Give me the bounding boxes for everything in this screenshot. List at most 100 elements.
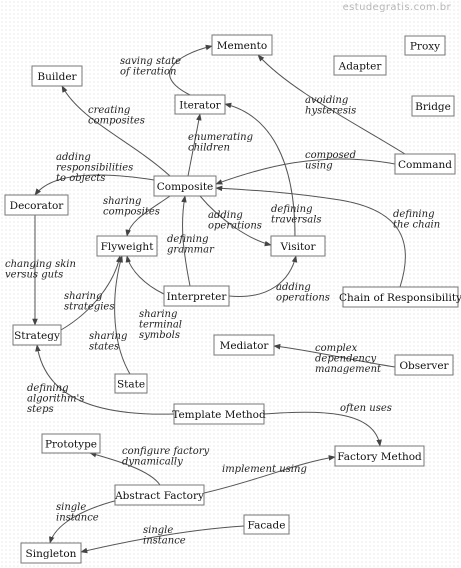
node-visitor[interactable]: Visitor	[270, 235, 326, 257]
node-composite[interactable]: Composite	[153, 175, 217, 197]
node-label-composite: Composite	[157, 181, 214, 193]
node-box-observer	[394, 354, 454, 376]
node-box-factory	[334, 445, 425, 467]
edge-label-template-to-factory: often uses	[340, 403, 392, 414]
node-iterator[interactable]: Iterator	[174, 94, 226, 115]
edge-interpreter-to-visitor	[228, 255, 298, 297]
node-facade[interactable]: Facade	[243, 514, 290, 535]
node-chain[interactable]: Chain of Responsibility	[339, 286, 461, 308]
node-box-abstractfactory	[114, 484, 205, 506]
node-mediator[interactable]: Mediator	[213, 334, 275, 356]
node-box-state	[114, 373, 148, 394]
node-label-observer: Observer	[399, 360, 449, 372]
node-box-decorator	[4, 194, 69, 216]
node-adapter[interactable]: Adapter	[333, 55, 387, 76]
edge-visitor-to-iterator	[224, 102, 296, 237]
node-box-flyweight	[96, 235, 158, 257]
edge-interpreter-to-composite	[181, 195, 191, 287]
node-label-builder: Builder	[37, 71, 77, 83]
edge-template-to-factory	[263, 411, 382, 447]
node-strategy[interactable]: Strategy	[12, 324, 62, 346]
node-box-adapter	[333, 55, 387, 76]
node-label-bridge: Bridge	[415, 101, 451, 113]
edge-composite-to-builder	[61, 85, 171, 177]
node-singleton[interactable]: Singleton	[20, 542, 82, 564]
node-box-facade	[243, 514, 290, 535]
node-state[interactable]: State	[114, 373, 148, 394]
edge-facade-to-singleton	[80, 525, 245, 554]
node-label-iterator: Iterator	[179, 100, 221, 112]
node-label-singleton: Singleton	[26, 548, 77, 560]
edge-template-to-strategy	[35, 344, 175, 415]
node-proxy[interactable]: Proxy	[404, 35, 446, 56]
node-label-factory: Factory Method	[337, 451, 422, 463]
node-box-proxy	[404, 35, 446, 56]
node-label-proxy: Proxy	[410, 41, 440, 53]
node-flyweight[interactable]: Flyweight	[96, 235, 158, 257]
node-box-mediator	[213, 334, 275, 356]
node-prototype[interactable]: Prototype	[41, 433, 101, 454]
edge-composite-to-flyweight	[125, 195, 171, 237]
node-label-state: State	[117, 379, 145, 391]
edge-abstractfactory-to-factory	[203, 455, 336, 494]
edge-composite-to-visitor	[199, 195, 272, 247]
node-memento[interactable]: Memento	[211, 34, 273, 56]
node-box-iterator	[174, 94, 226, 115]
node-label-chain: Chain of Responsibility	[339, 292, 461, 304]
node-decorator[interactable]: Decorator	[4, 194, 69, 216]
edge-abstractfactory-to-singleton	[48, 499, 119, 544]
node-label-facade: Facade	[248, 520, 286, 532]
node-box-composite	[153, 175, 217, 197]
node-interpreter[interactable]: Interpreter	[163, 285, 230, 307]
node-box-visitor	[270, 235, 326, 257]
node-box-interpreter	[163, 285, 230, 307]
node-label-mediator: Mediator	[220, 340, 270, 352]
node-label-strategy: Strategy	[14, 330, 60, 342]
node-observer[interactable]: Observer	[394, 354, 454, 376]
node-label-abstractfactory: Abstract Factory	[114, 490, 204, 502]
node-template[interactable]: Template Method	[172, 403, 266, 425]
watermark: estudegratis.com.br	[342, 2, 451, 13]
node-label-command: Command	[398, 159, 452, 171]
node-box-command	[394, 153, 456, 175]
node-box-memento	[211, 34, 273, 56]
node-box-prototype	[41, 433, 101, 454]
edge-state-to-flyweight	[114, 255, 131, 375]
edge-command-to-composite	[215, 158, 396, 185]
edge-composite-to-decorator	[34, 174, 155, 196]
edge-composite-to-iterator	[187, 113, 202, 177]
edge-iterator-to-memento	[169, 44, 213, 96]
node-box-builder	[31, 65, 83, 87]
node-bridge[interactable]: Bridge	[411, 95, 455, 117]
node-command[interactable]: Command	[394, 153, 456, 175]
node-box-chain	[342, 286, 459, 308]
node-label-template: Template Method	[172, 409, 266, 421]
node-box-template	[173, 403, 265, 425]
node-box-singleton	[20, 542, 82, 564]
node-abstractfactory[interactable]: Abstract Factory	[114, 484, 205, 506]
node-label-flyweight: Flyweight	[101, 241, 155, 253]
edge-strategy-to-flyweight	[60, 255, 122, 331]
node-label-memento: Memento	[217, 40, 267, 52]
node-factory[interactable]: Factory Method	[334, 445, 425, 467]
edge-command-to-memento	[257, 54, 406, 155]
edge-abstractfactory-to-prototype	[89, 452, 161, 486]
node-label-interpreter: Interpreter	[167, 291, 228, 303]
node-box-strategy	[12, 324, 62, 346]
node-builder[interactable]: Builder	[31, 65, 83, 87]
